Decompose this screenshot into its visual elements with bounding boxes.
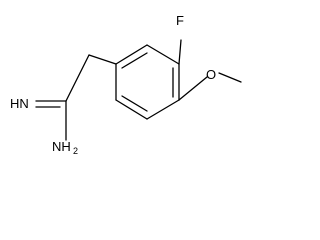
amine-subscript-label: 2 — [73, 146, 78, 156]
fluorine-atom-label: F — [176, 13, 184, 28]
ring-double-bond-inner-3 — [121, 95, 148, 112]
bond-ring-to-ch2 — [88, 54, 117, 65]
bond-ring-to-oxygen — [178, 76, 208, 101]
structure-canvas: F O HN NH 2 — [10, 13, 242, 156]
benzene-ring — [115, 44, 180, 120]
ring-double-bond-inner-1 — [121, 52, 148, 69]
bond-ring-to-fluorine — [178, 39, 182, 65]
amine-atom-label: NH — [52, 139, 71, 154]
oxygen-atom-label: O — [206, 67, 216, 82]
ring-bond-bottom-right — [146, 99, 180, 120]
ring-bond-top-left — [115, 44, 148, 65]
bond-oxygen-to-methyl — [218, 72, 242, 83]
bond-ch2-to-amidine-c — [65, 54, 90, 102]
imine-atom-label: HN — [10, 96, 29, 111]
ring-bond-bottom-left — [115, 99, 148, 120]
molecule-diagram: F O HN NH 2 — [10, 13, 242, 156]
ring-bond-top-right — [146, 44, 180, 65]
